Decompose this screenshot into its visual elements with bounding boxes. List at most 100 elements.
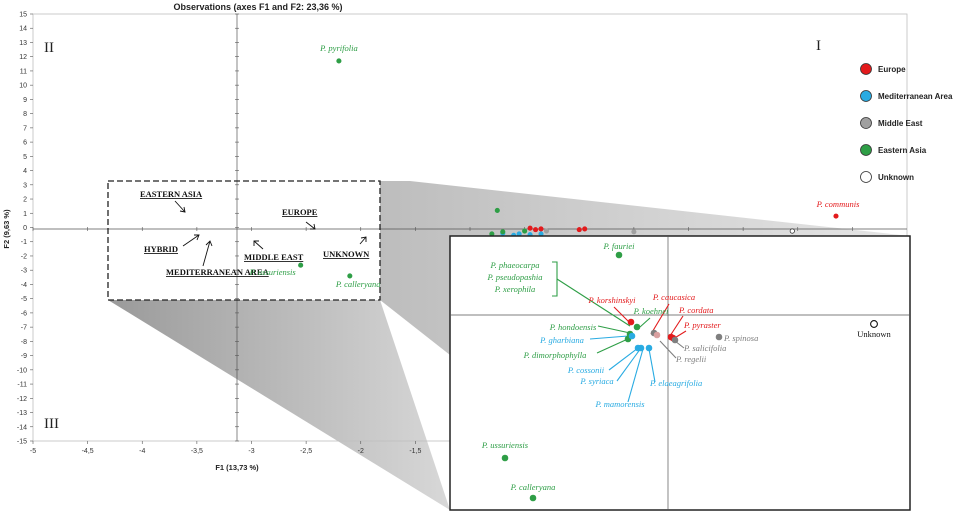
- legend-label: Middle East: [878, 119, 923, 128]
- y-tick-label: 7: [23, 125, 27, 132]
- x-axis-title: F1 (13,73 %): [215, 463, 259, 472]
- inset-species-label: P. cordata: [678, 305, 713, 315]
- inset-leader: [589, 335, 629, 340]
- y-tick-label: -13: [17, 410, 27, 417]
- y-tick-label: -3: [21, 268, 27, 275]
- data-point: [789, 228, 795, 234]
- inset-point: [628, 332, 636, 340]
- y-tick-label: 6: [23, 140, 27, 147]
- y-tick-label: 9: [23, 97, 27, 104]
- y-tick-label: -4: [21, 282, 27, 289]
- region-eastern-asia: EASTERN ASIA: [140, 189, 203, 199]
- x-tick-label: -2,5: [300, 448, 312, 455]
- zoom-band-top: [380, 181, 910, 355]
- inset-leader: [648, 348, 656, 383]
- inset-species-label: P. pyraster: [683, 320, 721, 330]
- x-tick-label: -1,5: [409, 448, 421, 455]
- legend-label: Mediterranean Area: [878, 92, 953, 101]
- inset-species-label: P. calleryana: [510, 482, 556, 492]
- inset-leader: [669, 315, 684, 337]
- inset-point: [653, 331, 661, 339]
- y-tick-label: 14: [19, 26, 27, 33]
- y-tick-label: 0: [23, 225, 27, 232]
- y-tick-label: 13: [19, 40, 27, 47]
- point-label: P. calleryana: [335, 279, 381, 289]
- inset-leader: [627, 348, 644, 403]
- y-tick-label: 3: [23, 182, 27, 189]
- data-point: [538, 226, 544, 232]
- y-tick-label: -8: [21, 339, 27, 346]
- y-tick-label: -9: [21, 353, 27, 360]
- inset-leader: [596, 337, 631, 354]
- y-ticks: 1514131211109876543210-1-2-3-4-5-6-7-8-9…: [17, 12, 239, 446]
- inset-leader: [556, 278, 631, 327]
- legend-marker: [860, 63, 872, 75]
- inset-species-label: P. ussuriensis: [481, 440, 529, 450]
- inset-point: [637, 344, 645, 352]
- y-tick-label: 12: [19, 54, 27, 61]
- data-point: [576, 227, 582, 233]
- data-point: [500, 229, 506, 235]
- inset-point: [715, 333, 723, 341]
- region-middle-east: MIDDLE EAST: [244, 252, 304, 262]
- y-tick-label: 2: [23, 197, 27, 204]
- inset-leader: [650, 303, 670, 335]
- data-point: [298, 262, 304, 268]
- inset-leader: [597, 325, 631, 334]
- inset-point: [501, 454, 509, 462]
- inset-species-label: P. koehnei: [633, 306, 669, 316]
- y-tick-label: 8: [23, 111, 27, 118]
- inset-species-label: P. dimorphophylla: [523, 350, 587, 360]
- inset-panel: [449, 235, 911, 511]
- y-tick-label: 1: [23, 211, 27, 218]
- y-tick-label: -2: [21, 253, 27, 260]
- data-point: [631, 229, 637, 235]
- point-label: P. pyrifolia: [319, 43, 358, 53]
- inset-species-label: P. xerophila: [494, 284, 536, 294]
- legend-marker: [860, 90, 872, 102]
- inset-point: [627, 318, 635, 326]
- x-tick-label: -3,5: [191, 448, 203, 455]
- point-label: P. ussuriensis: [249, 267, 297, 277]
- inset-point: [529, 494, 537, 502]
- arrow-eastern-asia: [174, 200, 186, 213]
- inset-leader: [659, 340, 677, 359]
- inset-point: [633, 323, 641, 331]
- arrow-mediterranean-head: [205, 240, 213, 247]
- y-tick-label: 5: [23, 154, 27, 161]
- zoom-band-bottom: [108, 300, 450, 510]
- quadrant-II: II: [44, 40, 54, 56]
- data-point: [336, 58, 342, 64]
- data-point: [494, 207, 500, 213]
- inset-species-label: P. cossonii: [567, 365, 605, 375]
- quadrant-III: III: [44, 416, 59, 432]
- x-tick-label: -5: [30, 448, 36, 455]
- y-tick-label: 4: [23, 168, 27, 175]
- x-tick-label: -4: [139, 448, 145, 455]
- inset-species-label: P. gharbiana: [539, 335, 584, 345]
- y-tick-label: -7: [21, 325, 27, 332]
- data-point: [527, 225, 533, 231]
- inset-species-label: P. spinosa: [723, 333, 758, 343]
- inset-leader: [608, 347, 639, 371]
- quadrant-I: I: [816, 38, 821, 54]
- inset-point: [645, 344, 653, 352]
- inset-species-label: P. korshinskyi: [587, 295, 636, 305]
- inset-species-label: P. hondoensis: [549, 322, 597, 332]
- data-point: [833, 213, 839, 219]
- region-mediterranean: MEDITERRANEAN AREA: [166, 267, 270, 277]
- arrow-unknown-head: [360, 236, 367, 242]
- x-tick-label: -4,5: [82, 448, 94, 455]
- legend-marker: [860, 171, 872, 183]
- legend-label: Europe: [878, 65, 906, 74]
- x-tick-label: -2: [358, 448, 364, 455]
- inset-species-label: P. elaeagrifolia: [649, 378, 702, 388]
- point-label: P. communis: [816, 199, 861, 209]
- arrow-mediterranean: [202, 240, 211, 267]
- arrow-eastern-asia-head: [179, 206, 186, 213]
- y-tick-label: 10: [19, 83, 27, 90]
- inset-leader: [616, 347, 642, 382]
- inset-species-label: P. salicifolia: [683, 343, 726, 353]
- y-tick-label: -6: [21, 310, 27, 317]
